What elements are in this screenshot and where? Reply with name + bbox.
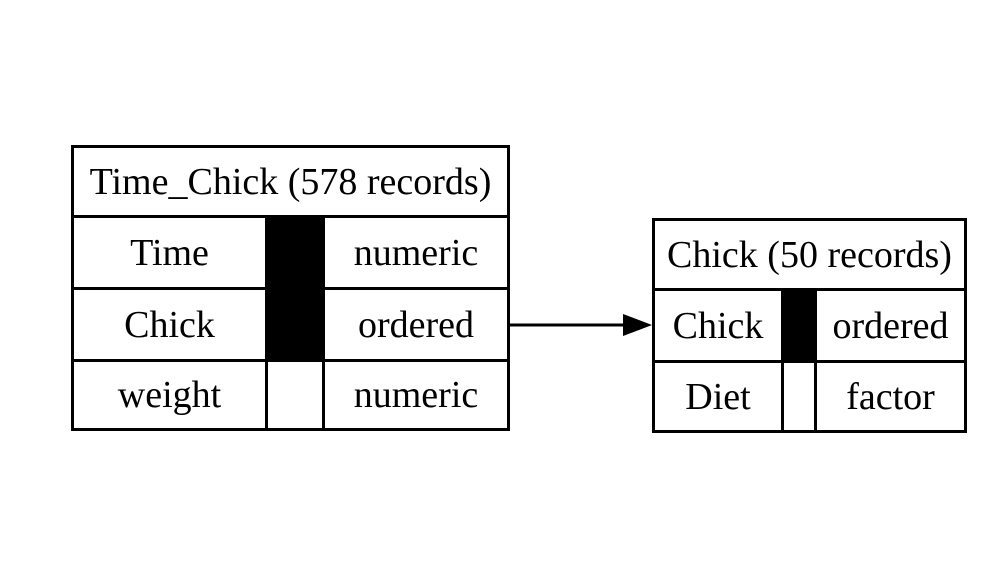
relationship-arrowhead-icon <box>623 314 652 336</box>
table-time-chick: Time_Chick (578 records) Time numeric Ch… <box>71 145 510 431</box>
table-chick: Chick (50 records) Chick ordered Diet fa… <box>652 218 967 433</box>
column-name: weight <box>74 362 265 428</box>
key-indicator <box>268 218 322 287</box>
column-name: Chick <box>74 290 265 359</box>
key-indicator <box>784 291 814 360</box>
table-time-chick-title: Time_Chick (578 records) <box>74 148 507 215</box>
column-type: ordered <box>325 290 507 359</box>
column-name: Time <box>74 218 265 287</box>
column-type: numeric <box>325 218 507 287</box>
column-type: numeric <box>325 362 507 428</box>
table-chick-title: Chick (50 records) <box>655 221 964 288</box>
column-type: ordered <box>817 291 964 360</box>
column-name: Chick <box>655 291 781 360</box>
key-indicator <box>784 363 814 430</box>
column-type: factor <box>817 363 964 430</box>
key-indicator <box>268 290 322 359</box>
key-indicator <box>268 362 322 428</box>
column-name: Diet <box>655 363 781 430</box>
